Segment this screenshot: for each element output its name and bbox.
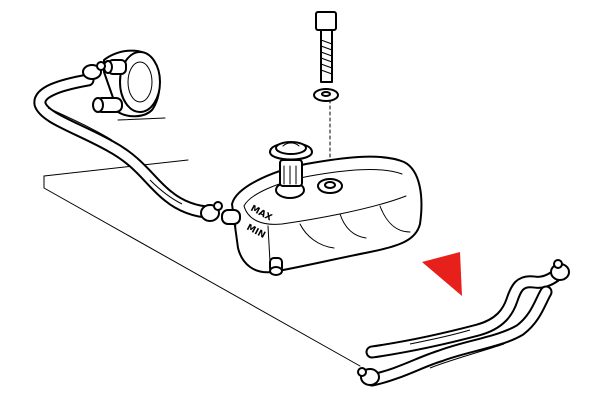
- hose-clamp-lower-left: [357, 367, 380, 386]
- thermostat-housing: [92, 49, 161, 118]
- red-pointer-arrow: [422, 252, 462, 296]
- hose-clamp-tank: [200, 201, 223, 222]
- bolt: [315, 11, 337, 83]
- expansion-tank: MAX MIN: [221, 155, 423, 276]
- washer: [313, 88, 339, 102]
- lower-hose: [365, 265, 567, 387]
- upper-hose: [33, 73, 217, 219]
- hose-clamp-upper: [82, 61, 106, 80]
- hose-clamp-lower-right: [550, 259, 570, 281]
- tank-cap: [269, 141, 313, 187]
